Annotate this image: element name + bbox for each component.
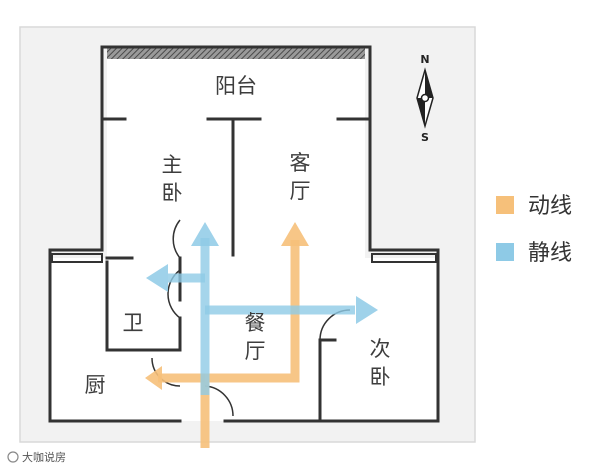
watermark-logo-icon xyxy=(7,451,19,463)
legend-swatch-motion-line xyxy=(496,196,514,214)
watermark-text: 大咖说房 xyxy=(22,450,66,464)
room-label-dining-room-2: 厅 xyxy=(245,339,266,363)
room-label-master-bedroom-2: 卧 xyxy=(162,181,183,205)
balcony-hatch xyxy=(107,47,365,59)
room-label-bathroom: 卫 xyxy=(123,311,144,335)
legend: 动线 静线 xyxy=(496,194,572,266)
motion-arrow-up xyxy=(281,222,309,246)
motion-line-arrowheads xyxy=(145,222,309,390)
legend-swatch-static-line xyxy=(496,243,514,261)
room-label-kitchen: 厨 xyxy=(85,373,106,397)
window-marks xyxy=(51,253,437,263)
room-label-living-room-2: 厅 xyxy=(290,179,311,203)
static-arrow-left xyxy=(146,264,168,292)
room-label-dining-room-1: 餐 xyxy=(245,311,266,335)
static-arrow-right xyxy=(356,296,378,324)
compass-south-label: S xyxy=(421,131,429,144)
compass-north-label: N xyxy=(420,53,429,66)
motion-arrow-left xyxy=(145,366,162,390)
compass: N S xyxy=(416,53,434,144)
watermark: 大咖说房 xyxy=(7,450,66,464)
room-label-second-bedroom-1: 次 xyxy=(370,337,391,361)
room-label-living-room-1: 客 xyxy=(290,151,311,175)
room-label-second-bedroom-2: 卧 xyxy=(370,365,391,389)
walls xyxy=(48,45,440,423)
legend-label-motion-line: 动线 xyxy=(528,194,572,219)
static-line xyxy=(168,238,355,395)
static-arrow-up xyxy=(191,222,219,246)
room-label-balcony: 阳台 xyxy=(215,74,257,98)
legend-label-static-line: 静线 xyxy=(528,241,572,266)
room-label-master-bedroom-1: 主 xyxy=(162,153,183,177)
static-line-arrowheads xyxy=(146,222,378,324)
